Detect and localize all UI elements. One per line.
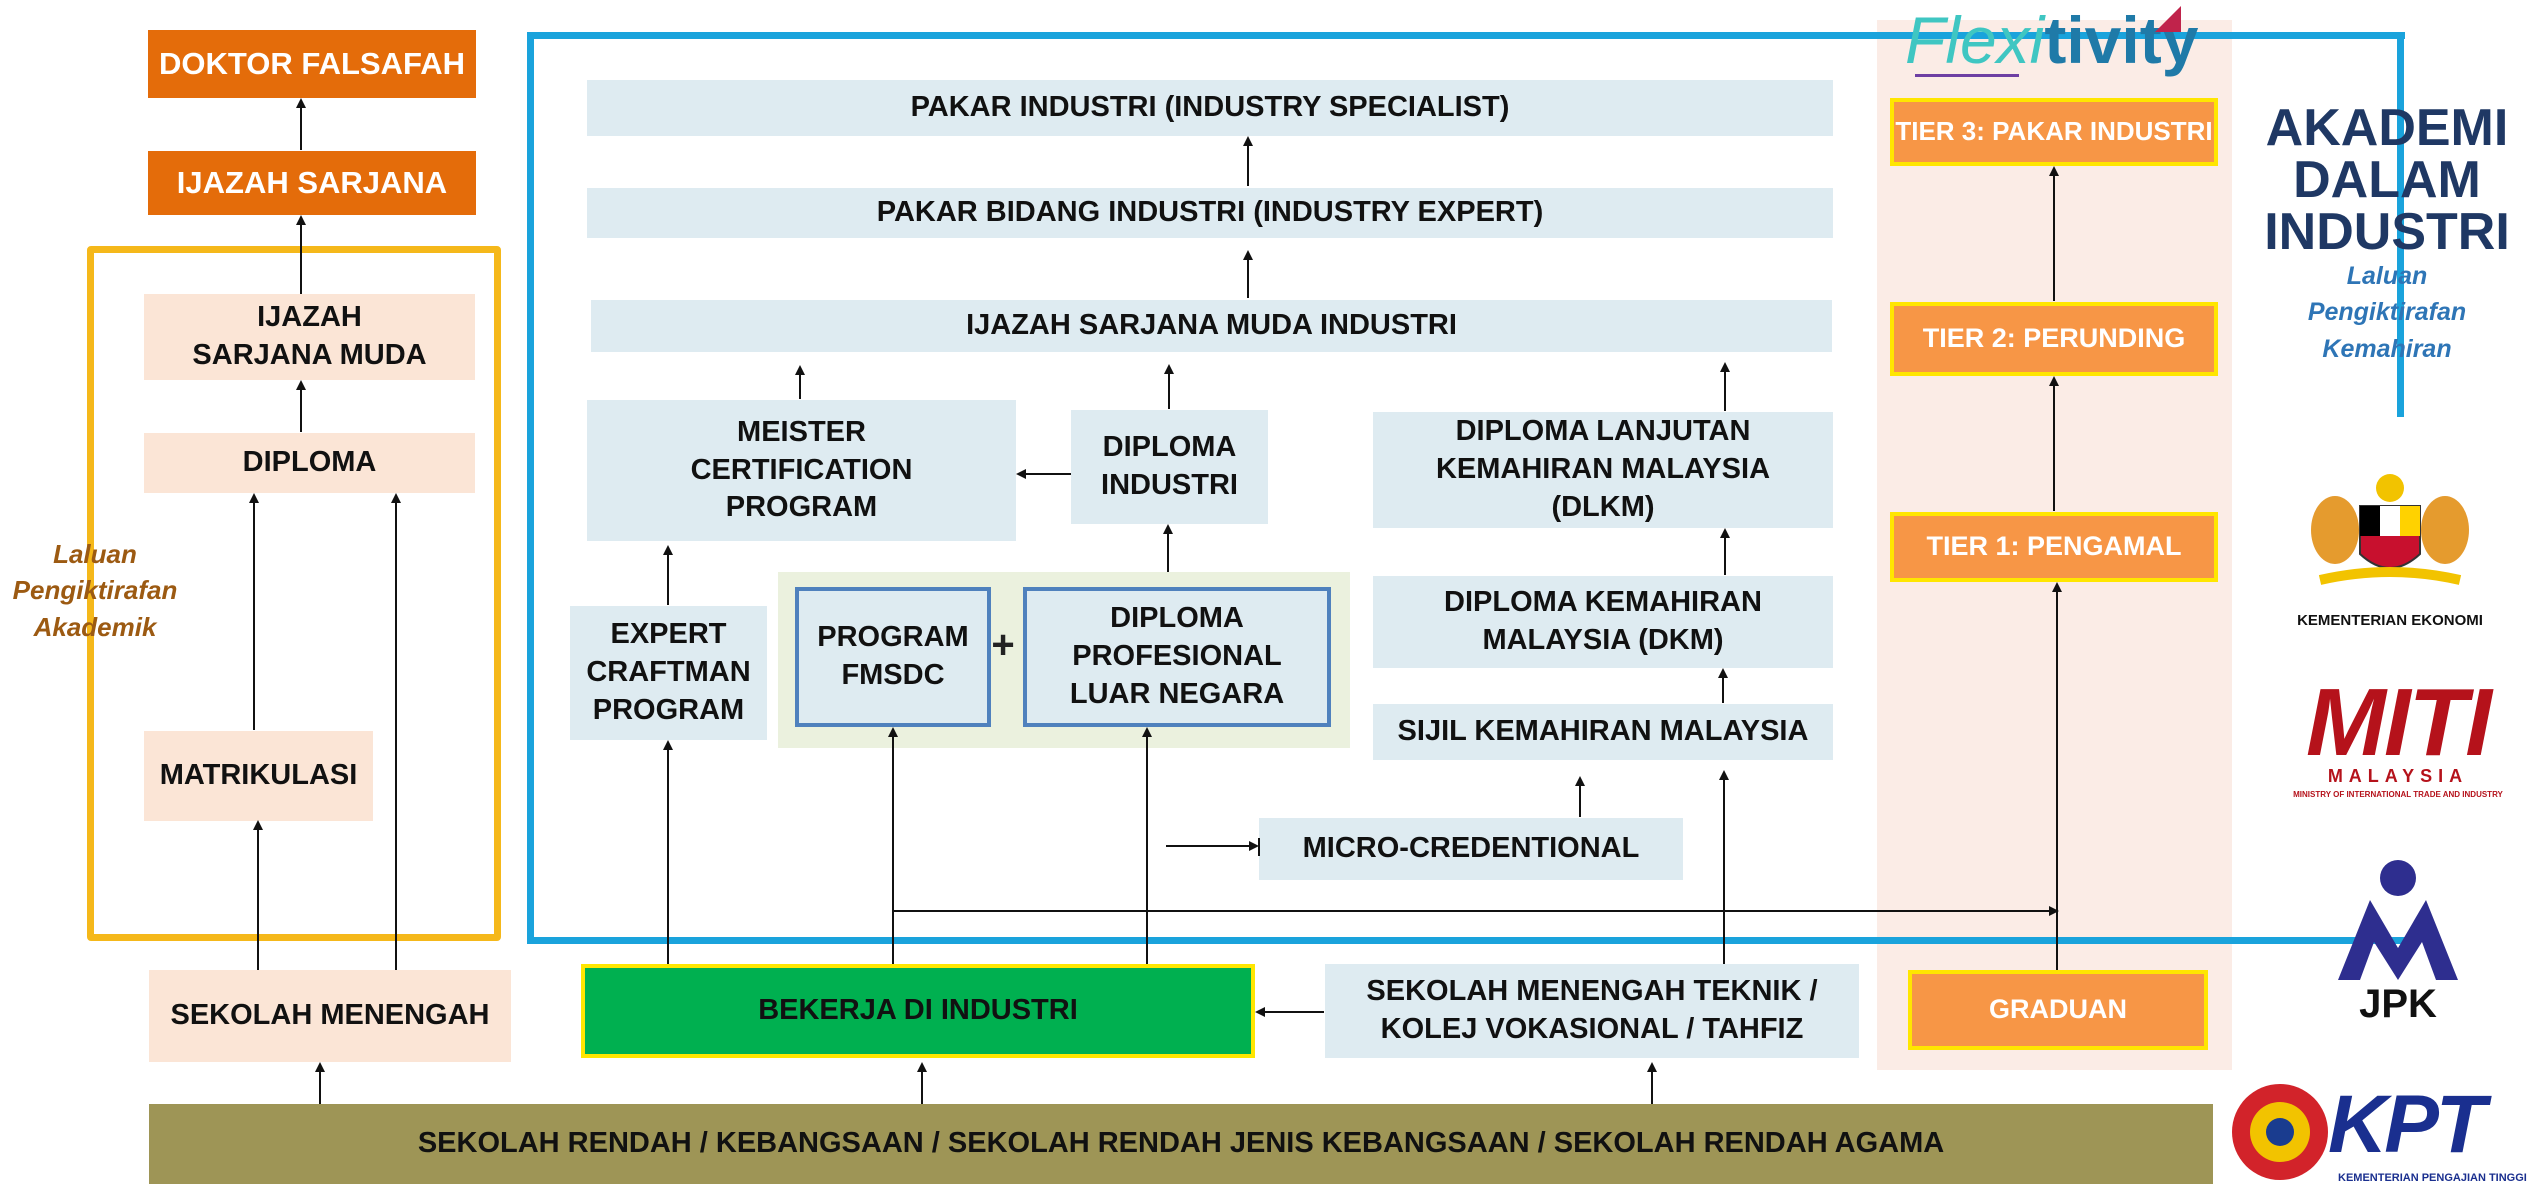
akademi-subtitle-line2: Pengiktirafan [2307, 298, 2467, 327]
sekolah-rendah-label: SEKOLAH RENDAH / KEBANGSAAN / SEKOLAH RE… [417, 1127, 1945, 1160]
ijazah-sarjana-muda-label: IJAZAH SARJANA MUDA [192, 301, 427, 371]
sekolah-menengah-label: SEKOLAH MENENGAH [170, 999, 490, 1032]
flexitivity-underline [1915, 74, 2019, 77]
program-fmsdc-box: PROGRAM FMSDC [795, 587, 991, 727]
tier3-box: TIER 3: PAKAR INDUSTRI [1890, 98, 2218, 166]
tier1-box: TIER 1: PENGAMAL [1890, 512, 2218, 582]
plus-sign-label: + [991, 623, 1015, 667]
tier3-label: TIER 3: PAKAR INDUSTRI [1895, 116, 2213, 147]
sekolah-rendah-bar: SEKOLAH RENDAH / KEBANGSAAN / SEKOLAH RE… [149, 1104, 2213, 1184]
tier2-box: TIER 2: PERUNDING [1890, 302, 2218, 376]
diploma-label: DIPLOMA [242, 446, 377, 479]
akademi-subtitle: Laluan Pengiktirafan Kemahiran [2245, 258, 2529, 367]
miti-logo: MITI MALAYSIA MINISTRY OF INTERNATIONAL … [2282, 669, 2514, 806]
akademi-title: AKADEMI DALAM INDUSTRI [2245, 102, 2529, 258]
kpt-logo-caption: KEMENTERIAN PENGAJIAN TINGGI [2338, 1172, 2527, 1184]
ijazah-sarjana-muda-industri-label: IJAZAH SARJANA MUDA INDUSTRI [966, 309, 1457, 342]
diploma-profesional-box: DIPLOMA PROFESIONAL LUAR NEGARA [1023, 587, 1331, 727]
diploma-industri-label: DIPLOMA INDUSTRI [1101, 431, 1238, 501]
akademi-subtitle-line3: Kemahiran [2322, 334, 2452, 363]
graduan-label: GRADUAN [1989, 994, 2127, 1025]
meister-box: MEISTER CERTIFICATION PROGRAM [587, 400, 1016, 541]
matrikulasi-label: MATRIKULASI [159, 759, 358, 792]
graduan-box: GRADUAN [1908, 970, 2208, 1050]
sijil-label: SIJIL KEMAHIRAN MALAYSIA [1397, 715, 1809, 748]
dlkm-box: DIPLOMA LANJUTAN KEMAHIRAN MALAYSIA (DLK… [1373, 412, 1833, 528]
expert-craftman-box: EXPERT CRAFTMAN PROGRAM [570, 606, 767, 740]
akademi-title-line1: AKADEMI [2265, 99, 2509, 157]
diploma-profesional-label: DIPLOMA PROFESIONAL LUAR NEGARA [1069, 602, 1285, 710]
dkm-label: DIPLOMA KEMAHIRAN MALAYSIA (DKM) [1444, 586, 1762, 656]
academic-path-label: Laluan Pengiktirafan Akademik [12, 539, 178, 642]
bekerja-di-industri-box: BEKERJA DI INDUSTRI [581, 964, 1255, 1058]
jpk-logo-text: JPK [2359, 982, 2437, 1026]
industry-path-frame-right-edge [2397, 32, 2404, 417]
sijil-box: SIJIL KEMAHIRAN MALAYSIA [1373, 704, 1833, 760]
coat-of-arms-logo [2300, 468, 2480, 608]
tier2-label: TIER 2: PERUNDING [1922, 323, 2186, 354]
industry-path-frame-top-edge [527, 32, 2402, 39]
kpt-logo: KPT KEMENTERIAN PENGAJIAN TINGGI [2220, 1070, 2529, 1187]
pakar-bidang-box: PAKAR BIDANG INDUSTRI (INDUSTRY EXPERT) [587, 188, 1833, 238]
sekolah-menengah-box: SEKOLAH MENENGAH [149, 970, 511, 1062]
diploma-box: DIPLOMA [144, 433, 475, 493]
bekerja-di-industri-label: BEKERJA DI INDUSTRI [758, 994, 1078, 1027]
tier1-label: TIER 1: PENGAMAL [1926, 531, 2182, 562]
ijazah-sarjana-muda-box: IJAZAH SARJANA MUDA [144, 294, 475, 380]
micro-credentional-label: MICRO-CREDENTIONAL [1302, 832, 1640, 865]
academic-path-frame [87, 246, 501, 941]
sekolah-teknik-box: SEKOLAH MENENGAH TEKNIK / KOLEJ VOKASION… [1325, 964, 1859, 1058]
flexitivity-logo: Flexitivity [1905, 2, 2205, 82]
pakar-industri-box: PAKAR INDUSTRI (INDUSTRY SPECIALIST) [587, 80, 1833, 136]
pakar-bidang-label: PAKAR BIDANG INDUSTRI (INDUSTRY EXPERT) [876, 196, 1544, 229]
dkm-box: DIPLOMA KEMAHIRAN MALAYSIA (DKM) [1373, 576, 1833, 668]
micro-credentional-box: MICRO-CREDENTIONAL [1259, 818, 1683, 880]
program-fmsdc-label: PROGRAM FMSDC [817, 621, 969, 691]
doktor-falsafah-label: DOKTOR FALSAFAH [159, 45, 465, 81]
miti-logo-caption: MINISTRY OF INTERNATIONAL TRADE AND INDU… [2293, 790, 2503, 799]
meister-label: MEISTER CERTIFICATION PROGRAM [690, 415, 913, 524]
diploma-industri-box: DIPLOMA INDUSTRI [1071, 410, 1268, 524]
flexitivity-logo-part1: Flexi [1905, 3, 2045, 77]
plus-sign: + [988, 620, 1018, 670]
akademi-title-line2: DALAM [2293, 151, 2481, 209]
akademi-title-line3: INDUSTRI [2264, 203, 2510, 261]
doktor-falsafah-box: DOKTOR FALSAFAH [148, 30, 476, 98]
ijazah-sarjana-label: IJAZAH SARJANA [176, 164, 448, 200]
ijazah-sarjana-muda-industri-box: IJAZAH SARJANA MUDA INDUSTRI [591, 300, 1832, 352]
akademi-subtitle-line1: Laluan [2346, 262, 2428, 290]
industry-path-frame-bottom-edge [527, 937, 2287, 944]
flexitivity-flag-icon [2155, 6, 2181, 32]
expert-craftman-label: EXPERT CRAFTMAN PROGRAM [586, 618, 751, 726]
pakar-industri-label: PAKAR INDUSTRI (INDUSTRY SPECIALIST) [910, 91, 1510, 124]
ijazah-sarjana-box: IJAZAH SARJANA [148, 151, 476, 215]
dlkm-label: DIPLOMA LANJUTAN KEMAHIRAN MALAYSIA (DLK… [1435, 415, 1771, 523]
kpt-logo-text: KPT [2328, 1079, 2486, 1170]
matrikulasi-box: MATRIKULASI [144, 731, 373, 821]
sekolah-teknik-label: SEKOLAH MENENGAH TEKNIK / KOLEJ VOKASION… [1366, 975, 1818, 1045]
miti-logo-sub: MALAYSIA [2327, 766, 2469, 786]
miti-logo-text: MITI [2306, 669, 2492, 776]
kementerian-ekonomi-caption: KEMENTERIAN EKONOMI [2297, 612, 2483, 629]
jpk-logo: JPK [2318, 852, 2478, 1032]
